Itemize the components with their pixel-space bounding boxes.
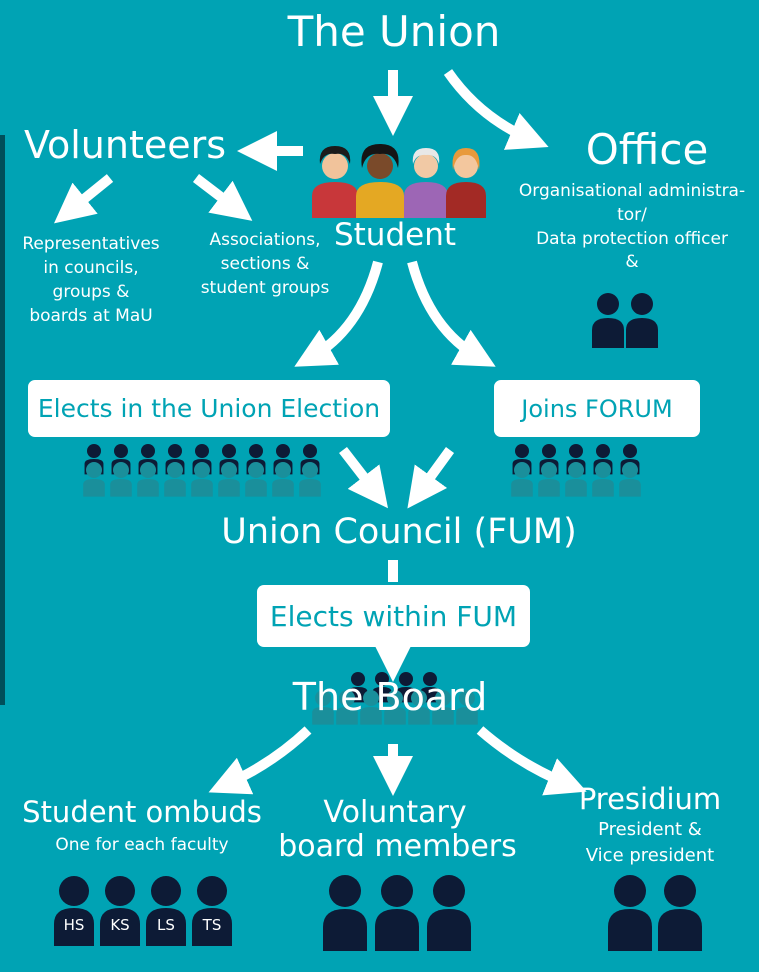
associations-text: Associations, sections & student groups [186,228,344,300]
ombuds-label: KS [110,916,130,934]
arrow-board-to-ombuds [208,726,312,795]
union-election-crowd [83,444,321,497]
voluntary-members-icon [323,875,471,951]
students-illustration [312,144,486,218]
presidium-line1: President & [598,819,702,840]
ombuds-person-ls: LS [145,874,187,946]
ombuds-label: HS [63,916,85,934]
associations-line: student groups [200,278,330,299]
forum-crowd [511,444,641,497]
presidium-line2: Vice president [585,845,715,866]
representatives-line: Representatives [22,234,160,254]
ombuds-label: TS [202,916,222,934]
crowd-person-front [245,462,267,497]
student-figure-1 [312,146,358,218]
crowd-person-front [191,462,213,497]
crowd-person-front [619,462,641,497]
representatives-text: Representatives in councils, groups & bo… [6,232,176,329]
board-person-back [396,672,416,703]
arrow-volunteers-to-representatives [54,174,114,224]
crowd-person-front [272,462,294,497]
board-person-front [408,690,430,725]
crowd-person-front [299,462,321,497]
arrow-union-to-office [443,69,549,150]
student-figure-2 [356,144,404,218]
arrow-forum-to-fum [407,447,455,509]
student-figure-4 [446,148,486,218]
student-ombuds-subtitle: One for each faculty [55,835,229,855]
associations-line: Associations, [209,230,321,250]
board-person-front [456,690,478,725]
board-person-front [432,690,454,725]
arrow-election-to-fum [339,446,389,509]
volunteers-title: Volunteers [23,123,227,167]
associations-line: sections & [220,254,310,275]
elects-within-fum-box: Elects within FUM [257,585,530,647]
office-people-icon [592,293,658,348]
office-line: Organisational administra- [518,181,746,201]
union-council-title: Union Council (FUM) [221,512,577,552]
board-person-front [384,690,406,725]
bottom-strip [0,972,759,979]
union-election-box: Elects in the Union Election [28,380,390,437]
office-line: tor/ [617,204,647,225]
crowd-person-front [565,462,587,497]
forum-box: Joins FORUM [494,380,700,437]
presidium-people-icon [608,875,702,951]
crowd-person-front [110,462,132,497]
ombuds-person-hs: HS [53,874,95,946]
presidium-title: Presidium [578,782,722,816]
union-title: The Union [287,7,501,56]
office-line: Data protection officer [536,228,728,249]
board-person-front [312,690,334,725]
office-title: Office [585,125,709,174]
arrow-volunteers-to-associations [192,174,253,221]
board-person-front [336,690,358,725]
arrow-student-to-union-election [294,260,383,367]
board-crowd [312,672,478,725]
crowd-person-front [218,462,240,497]
arrow-board-to-presidium [476,726,587,796]
ombuds-person-ts: TS [191,874,233,946]
representatives-line: groups & [52,282,130,303]
voluntary-line1: Voluntary [323,795,467,830]
crowd-person-front [164,462,186,497]
voluntary-line2: board members [278,829,517,864]
board-person-front [360,690,382,725]
student-ombuds-title: Student ombuds [22,795,262,829]
crowd-person-front [538,462,560,497]
student-figure-3 [404,148,448,218]
crowd-person-front [592,462,614,497]
arrow-student-to-forum [407,260,496,367]
student-title: Student [333,217,457,253]
left-edge-line [0,135,5,705]
ombuds-label: LS [157,916,175,934]
ombuds-person-ks: KS [99,874,141,946]
crowd-person-front [511,462,533,497]
crowd-person-front [83,462,105,497]
representatives-line: boards at MaU [29,306,153,327]
representatives-line: in councils, [43,258,139,279]
crowd-person-front [137,462,159,497]
office-text: Organisational administra- tor/ Data pro… [504,180,759,275]
office-line: & [625,252,639,273]
board-title: The Board [292,675,488,719]
